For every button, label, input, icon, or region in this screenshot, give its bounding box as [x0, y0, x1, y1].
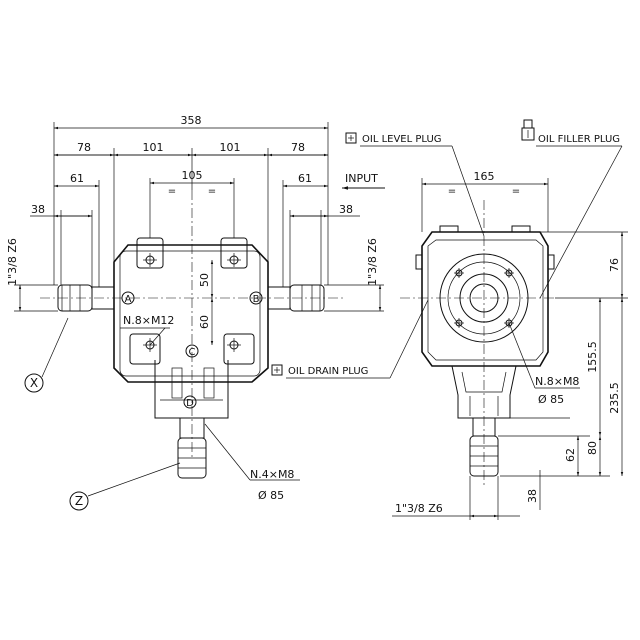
oil-level-plug-callout: OIL LEVEL PLUG — [345, 132, 485, 237]
svg-text:101: 101 — [143, 141, 164, 154]
bolts-bottom-dia-label: Ø 85 — [258, 489, 284, 502]
svg-text:78: 78 — [77, 141, 91, 154]
bolt-hole-1 — [143, 253, 157, 267]
svg-text:61: 61 — [70, 172, 84, 185]
svg-text:38: 38 — [31, 203, 45, 216]
svg-text:C: C — [189, 347, 196, 358]
svg-text:60: 60 — [198, 315, 211, 329]
svg-text:=: = — [448, 186, 456, 197]
left-shaft — [57, 284, 115, 312]
svg-text:235.5: 235.5 — [608, 382, 621, 414]
svg-text:62: 62 — [564, 448, 577, 462]
svg-text:Z: Z — [75, 494, 83, 508]
svg-text:OIL FILLER PLUG: OIL FILLER PLUG — [538, 134, 620, 145]
side-bolt-3 — [454, 318, 464, 328]
front-view: A B C D X Z N.8×M12 N.4×M8 Ø — [24, 172, 385, 511]
bolts-side-label: N.8×M8 — [535, 375, 579, 388]
svg-text:OIL LEVEL PLUG: OIL LEVEL PLUG — [362, 134, 442, 145]
callout-D: D — [183, 395, 197, 409]
svg-text:80: 80 — [586, 441, 599, 455]
front-dimensions: 358 78 101 101 78 105 = = 61 61 38 38 1"… — [6, 114, 384, 345]
thread-left-label: 1"3/8 Z6 — [6, 238, 19, 286]
svg-text:D: D — [186, 398, 194, 409]
callout-Z: Z — [69, 462, 181, 511]
side-bolt-1 — [454, 268, 464, 278]
svg-text:358: 358 — [181, 114, 202, 127]
side-view — [400, 200, 555, 485]
svg-text:A: A — [125, 294, 132, 305]
svg-text:50: 50 — [198, 273, 211, 287]
bolts-side-dia-label: Ø 85 — [538, 393, 564, 406]
callout-A: A — [121, 291, 135, 305]
callout-B: B — [249, 291, 263, 305]
side-bolt-2 — [504, 268, 514, 278]
svg-text:=: = — [208, 186, 216, 197]
svg-text:OIL DRAIN PLUG: OIL DRAIN PLUG — [288, 366, 368, 377]
svg-text:101: 101 — [220, 141, 241, 154]
svg-text:78: 78 — [291, 141, 305, 154]
svg-text:=: = — [512, 186, 520, 197]
bolts-front-label: N.8×M12 — [123, 314, 174, 327]
bolts-bottom-label: N.4×M8 — [250, 468, 294, 481]
svg-text:38: 38 — [526, 489, 539, 503]
svg-text:X: X — [30, 376, 38, 390]
svg-text:61: 61 — [298, 172, 312, 185]
thread-right-label: 1"3/8 Z6 — [366, 238, 379, 286]
svg-text:105: 105 — [182, 169, 203, 182]
callout-X: X — [24, 317, 69, 393]
thread-bottom-label: 1"3/8 Z6 — [395, 502, 443, 515]
bolt-hole-4 — [227, 338, 241, 352]
svg-text:76: 76 — [608, 258, 621, 272]
oil-filler-plug-callout: OIL FILLER PLUG — [521, 119, 623, 299]
bottom-shaft — [177, 417, 207, 479]
input-label: INPUT — [345, 172, 378, 185]
right-shaft — [267, 284, 325, 312]
svg-text:155.5: 155.5 — [586, 341, 599, 373]
svg-text:165: 165 — [474, 170, 495, 183]
side-dimensions: 165 = = 76 155.5 235.5 80 62 38 1"3/8 Z6… — [392, 170, 628, 520]
side-bottom-shaft — [469, 417, 499, 477]
bolt-hole-2 — [227, 253, 241, 267]
callout-C: C — [185, 344, 199, 358]
svg-text:=: = — [168, 186, 176, 197]
svg-text:B: B — [253, 294, 260, 305]
oil-drain-plug-callout: OIL DRAIN PLUG — [271, 299, 429, 379]
svg-text:38: 38 — [339, 203, 353, 216]
